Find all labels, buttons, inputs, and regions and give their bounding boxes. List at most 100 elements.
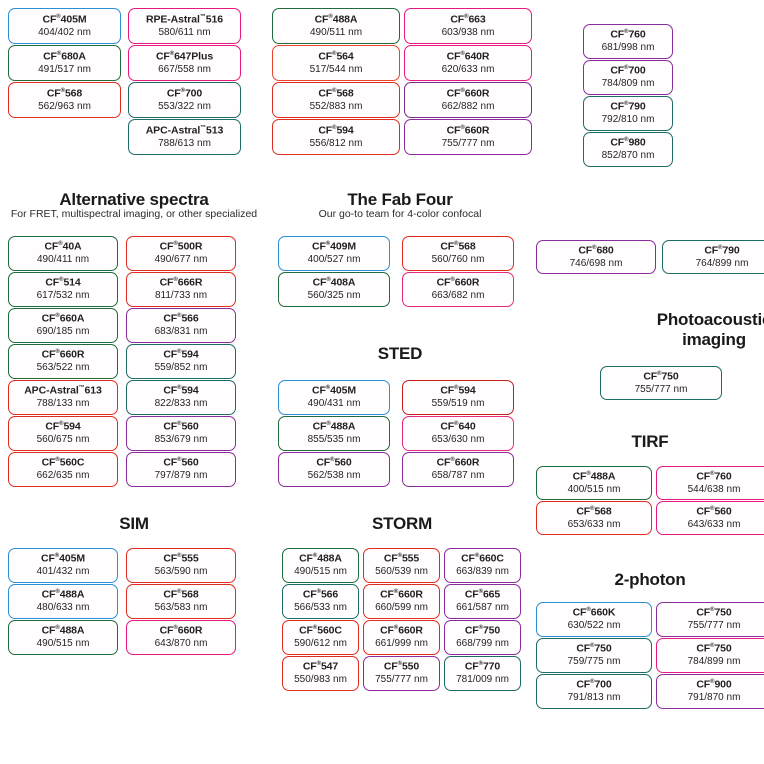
dye-code: 408A [330, 276, 356, 289]
dye-code: 660K [590, 606, 616, 619]
dye-spectra: 590/612 nm [294, 638, 347, 649]
dye-name: CF®555 [163, 553, 198, 565]
dye-code: 594 [336, 124, 354, 137]
trademark-icon: ® [478, 661, 483, 668]
dye-name: CF®594 [45, 421, 80, 433]
dye-name: CF®900 [696, 679, 731, 691]
dye-name: CF®568 [440, 241, 475, 253]
dye-code: 660R [464, 87, 490, 100]
dye-name: CF®560 [163, 457, 198, 469]
dye-code: 790 [722, 244, 740, 257]
trademark-icon: ® [332, 124, 337, 131]
dye-brand: CF [383, 552, 398, 565]
dye-spectra: 788/133 nm [36, 398, 90, 409]
dye-name: CF®680A [43, 51, 86, 63]
trademark-icon: ® [393, 589, 399, 596]
dye-brand: CF [163, 348, 178, 361]
dye-name: CF®566 [163, 313, 198, 325]
trademark-icon: ® [624, 29, 629, 36]
dye-code: 750 [714, 642, 732, 655]
trademark-icon: ® [312, 625, 318, 632]
dye-brand: CF [41, 456, 56, 469]
dye-code: 560 [334, 456, 352, 469]
dye-name: CF®488A [573, 471, 616, 483]
dye-brand: CF [44, 240, 59, 253]
